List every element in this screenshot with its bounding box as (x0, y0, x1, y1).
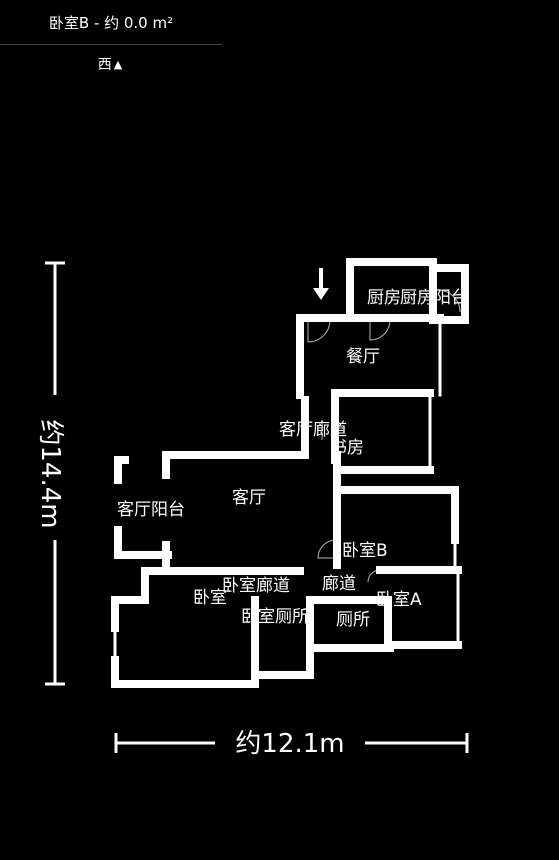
walls (111, 258, 469, 688)
room-label-dining[interactable]: 餐厅 (346, 347, 380, 367)
door-arcs (307, 289, 461, 583)
room-label-bedroom-a[interactable]: 卧室A (376, 590, 422, 610)
north-arrow-icon: ▲ (113, 57, 123, 71)
room-label-bedroom-bath[interactable]: 卧室厕所 (241, 607, 309, 627)
room-label-living-corridor[interactable]: 客厅廊道 (279, 420, 347, 440)
room-label-bathroom[interactable]: 厕所 (336, 610, 370, 630)
room-label-kitchen-balcony[interactable]: 厨房阳台 (400, 288, 468, 308)
room-label-living[interactable]: 客厅 (232, 488, 266, 508)
entrance-arrow-icon (313, 268, 329, 300)
dimension-lines (45, 261, 469, 753)
room-label-corridor[interactable]: 廊道 (322, 574, 356, 594)
width-dimension-label: 约12.1m (235, 729, 344, 759)
orientation-indicator[interactable]: 西 ▲ (80, 52, 140, 76)
room-label-bedroom-b[interactable]: 卧室B (342, 541, 388, 561)
orientation-label: 西 (97, 57, 112, 73)
page-title: 卧室B - 约 0.0 m² (0, 0, 222, 45)
room-label-bedroom[interactable]: 卧室 (193, 588, 227, 608)
room-label-living-balcony[interactable]: 客厅阳台 (117, 500, 185, 520)
room-label-kitchen[interactable]: 厨房 (367, 288, 401, 308)
height-dimension-label: 约14.4m (35, 419, 65, 528)
title-text: 卧室B - 约 0.0 m² (48, 13, 174, 32)
room-label-study[interactable]: 书房 (330, 438, 364, 458)
room-label-bedroom-corridor[interactable]: 卧室廊道 (222, 576, 290, 596)
